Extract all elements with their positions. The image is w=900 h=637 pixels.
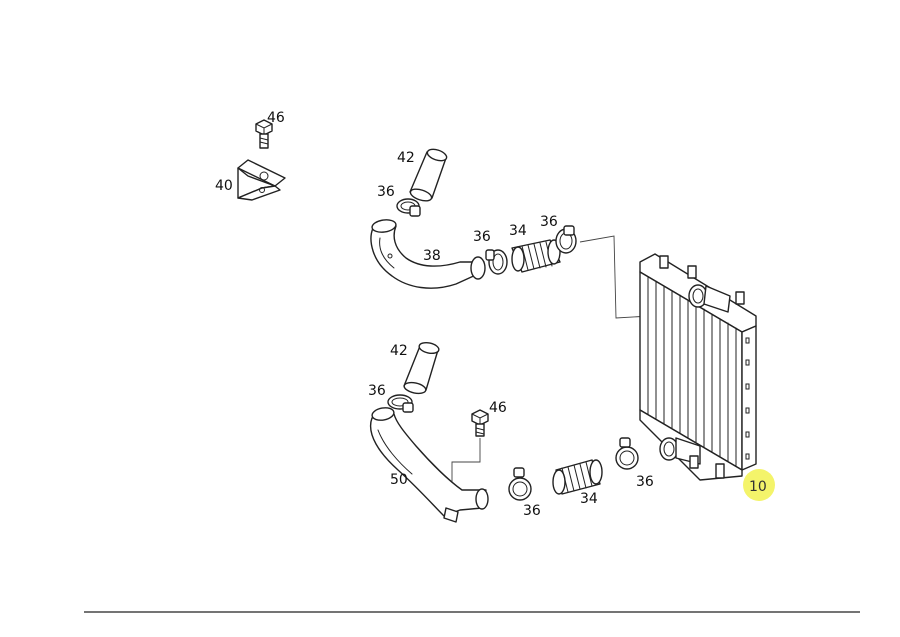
callout-46-upper: 46 [267, 110, 285, 126]
callout-34-lower: 34 [580, 491, 598, 507]
bolt-part-46-upper[interactable] [255, 119, 273, 149]
bellows-part-34-upper[interactable] [511, 239, 561, 273]
bracket-part-40[interactable] [237, 159, 286, 201]
bolt-part-46-lower[interactable] [471, 409, 489, 437]
callout-34-upper: 34 [509, 223, 527, 239]
sleeve-part-42-lower[interactable] [403, 341, 440, 395]
callout-42-upper: 42 [397, 150, 415, 166]
callout-40: 40 [215, 178, 233, 194]
callout-46-lower: 46 [489, 400, 507, 416]
callout-42-lower: 42 [390, 343, 408, 359]
callout-36-a: 36 [377, 184, 395, 200]
hose-part-38[interactable] [370, 218, 486, 289]
clamp-part-36-f[interactable] [615, 437, 639, 470]
callout-36-d: 36 [368, 383, 386, 399]
callout-36-c: 36 [540, 214, 558, 230]
clamp-part-36-d[interactable] [387, 394, 414, 413]
callout-36-f: 36 [636, 474, 654, 490]
callout-36-b: 36 [473, 229, 491, 245]
callout-38: 38 [423, 248, 441, 264]
clamp-part-36-c[interactable] [555, 225, 577, 254]
intercooler-part-10[interactable] [639, 253, 757, 481]
sleeve-part-42-upper[interactable] [409, 147, 448, 203]
clamp-part-36-a[interactable] [396, 198, 421, 217]
leader-line-upper [579, 235, 651, 319]
callout-50: 50 [390, 472, 408, 488]
clamp-part-36-b[interactable] [485, 249, 508, 275]
highlight-marker[interactable] [743, 469, 775, 501]
bellows-part-34-lower[interactable] [552, 459, 603, 495]
callout-36-e: 36 [523, 503, 541, 519]
hose-part-50[interactable] [370, 406, 489, 523]
leader-line-lower [451, 438, 481, 500]
callout-10: 10 [749, 479, 767, 495]
clamp-part-36-e[interactable] [508, 467, 532, 501]
